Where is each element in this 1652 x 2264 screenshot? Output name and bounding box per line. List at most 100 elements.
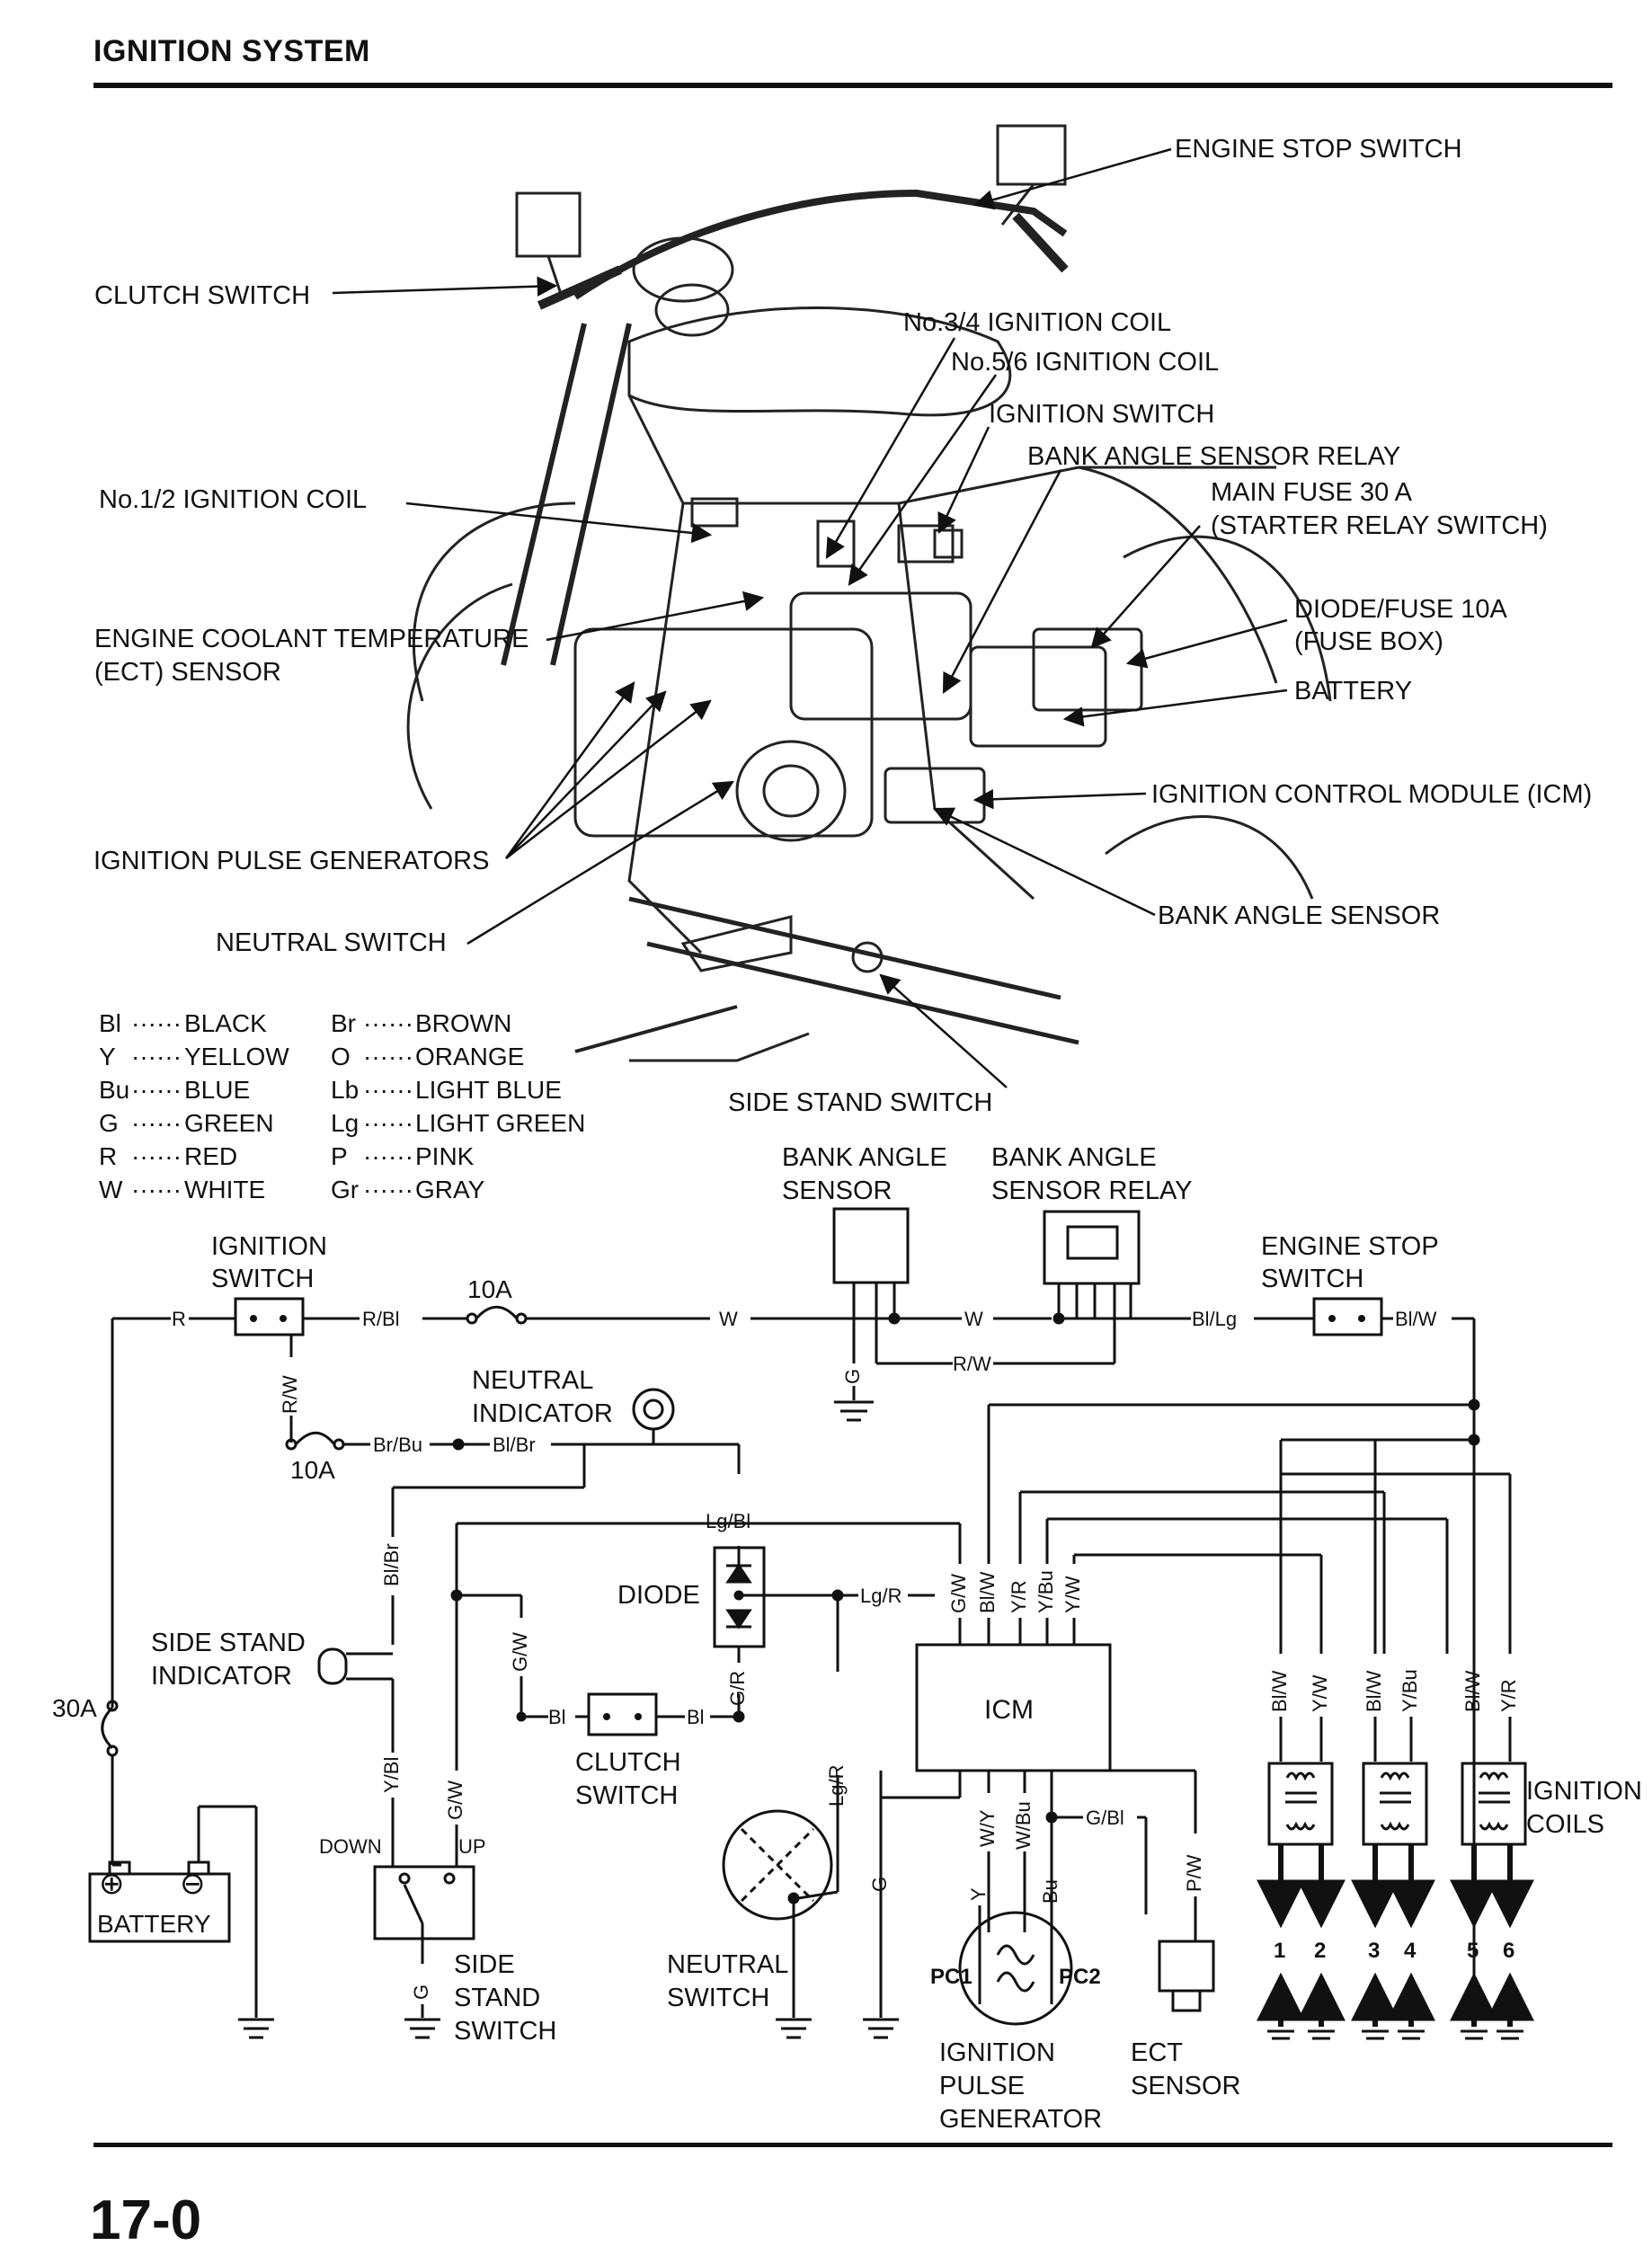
plug-number: 1 xyxy=(1274,1939,1285,1963)
illustration-labels: ENGINE STOP SWITCH CLUTCH SWITCH No.3/4 … xyxy=(93,135,1592,1117)
label-down: DOWN xyxy=(319,1835,382,1858)
wire-code: G/Bl xyxy=(1086,1807,1124,1829)
side-stand-switch-symbol xyxy=(373,1865,475,1940)
label-diode-fuse-sub: (FUSE BOX) xyxy=(1294,627,1443,656)
plug-number: 6 xyxy=(1503,1939,1514,1963)
label-ignition-switch: IGNITION SWITCH xyxy=(989,400,1214,429)
wire-code: Lg/R xyxy=(825,1765,848,1807)
legend-item: WHITE xyxy=(184,1176,265,1203)
wire-code: P/W xyxy=(1183,1854,1205,1892)
legend-item: LIGHT GREEN xyxy=(415,1109,585,1137)
page-number: 17-0 xyxy=(90,2189,202,2251)
legend-item: P xyxy=(331,1142,348,1170)
label-clutch-2: SWITCH xyxy=(575,1781,678,1810)
wire-code: Y xyxy=(967,1887,990,1901)
label-coil-12: No.1/2 IGNITION COIL xyxy=(99,485,367,514)
ignition-coil-56-symbol xyxy=(1461,1762,1527,1846)
label-pc2: PC2 xyxy=(1059,1965,1101,1989)
wire-code: Bu xyxy=(1039,1879,1061,1904)
ect-sensor-symbol xyxy=(1158,1940,1215,1993)
header-rule xyxy=(93,83,1612,88)
wire-code: G/R xyxy=(726,1671,749,1706)
svg-text:······: ······ xyxy=(131,1009,182,1037)
svg-text:······: ······ xyxy=(363,1043,413,1070)
color-legend: Bl ······ BLACK Y ······ YELLOW Bu ·····… xyxy=(99,1009,585,1203)
svg-text:······: ······ xyxy=(131,1176,182,1203)
legend-item: G xyxy=(99,1109,119,1137)
label-pulse-gen-1: IGNITION xyxy=(939,2038,1055,2067)
label-coil-56: No.5/6 IGNITION COIL xyxy=(951,348,1219,377)
legend-item: Br xyxy=(331,1009,356,1037)
label-coils-2: COILS xyxy=(1526,1810,1604,1839)
footer-rule xyxy=(93,2143,1612,2147)
label-ect-2: SENSOR xyxy=(1131,2072,1240,2100)
wire-code: W/Bu xyxy=(1012,1801,1035,1850)
engine-stop-switch-symbol xyxy=(1312,1297,1383,1336)
legend-item: LIGHT BLUE xyxy=(415,1076,562,1104)
svg-text:······: ······ xyxy=(363,1009,413,1037)
wire-code: G/W xyxy=(947,1574,970,1613)
battery-block xyxy=(969,645,1107,748)
schematic-labels: IGNITION SWITCH 10A 10A 30A BANK ANGLE S… xyxy=(52,1143,1642,2134)
label-engine-stop-2: SWITCH xyxy=(1261,1265,1363,1293)
label-relay-2: SENSOR RELAY xyxy=(991,1176,1192,1205)
wire-code: Y/R xyxy=(1497,1679,1520,1712)
wire-code: R/W xyxy=(953,1353,991,1375)
label-ss-sw-3: SWITCH xyxy=(454,2017,556,2046)
battery-minus-icon: ⊖ xyxy=(180,1867,206,1901)
side-stand-indicator-lamp xyxy=(317,1647,348,1685)
page-title: IGNITION SYSTEM xyxy=(93,34,370,68)
wire-code: Y/W xyxy=(1061,1576,1084,1613)
wire-code: Y/Bl xyxy=(380,1757,403,1793)
wire-code: G/W xyxy=(444,1780,466,1820)
label-pulse-gen-3: GENERATOR xyxy=(939,2105,1102,2134)
label-pc1: PC1 xyxy=(930,1965,973,1989)
label-ss-ind-1: SIDE STAND xyxy=(151,1629,306,1657)
pulse-generator-symbol xyxy=(958,1911,1073,2026)
svg-text:······: ······ xyxy=(131,1043,182,1070)
right-mirror xyxy=(996,124,1067,186)
label-up: UP xyxy=(458,1835,486,1858)
legend-item: RED xyxy=(184,1142,237,1170)
legend-item: BLACK xyxy=(184,1009,267,1037)
wire-code: Lg/R xyxy=(860,1585,901,1607)
wire-code: R/Bl xyxy=(362,1308,400,1330)
svg-text:······: ······ xyxy=(131,1076,182,1104)
legend-item: Y xyxy=(99,1043,116,1070)
legend-item: W xyxy=(99,1176,123,1203)
plug-number: 2 xyxy=(1314,1939,1326,1963)
wire-code: R xyxy=(172,1308,186,1330)
wire-code: Y/R xyxy=(1008,1580,1030,1613)
wire-code: Bl/W xyxy=(1268,1670,1291,1712)
label-side-stand-switch: SIDE STAND SWITCH xyxy=(728,1088,992,1117)
legend-item: R xyxy=(99,1142,117,1170)
label-battery: BATTERY xyxy=(1294,677,1412,706)
label-icm: ICM xyxy=(984,1695,1034,1725)
label-diode: DIODE xyxy=(617,1581,700,1610)
wire-code: Bl/Lg xyxy=(1192,1308,1237,1330)
legend-item: BLUE xyxy=(184,1076,250,1104)
label-pulse-gen-2: PULSE xyxy=(939,2072,1025,2100)
ignition-switch-symbol xyxy=(234,1297,305,1336)
fuse-30a-symbol xyxy=(101,1706,114,1750)
wire-code: Lg/Bl xyxy=(706,1510,751,1532)
label-fuse-10a-low: 10A xyxy=(290,1456,335,1484)
legend-item: PINK xyxy=(415,1142,475,1170)
label-main-fuse: MAIN FUSE 30 A xyxy=(1211,478,1413,507)
wire-code: Y/W xyxy=(1309,1674,1331,1712)
wire-code: Bl xyxy=(548,1706,566,1728)
wire-code: W/Y xyxy=(976,1809,999,1847)
svg-text:······: ······ xyxy=(131,1109,182,1137)
label-fuse-10a-top: 10A xyxy=(467,1275,512,1303)
legend-item: GREEN xyxy=(184,1109,274,1137)
label-ect-sensor: ENGINE COOLANT TEMPERATURE xyxy=(94,625,528,653)
wire-code: G/W xyxy=(509,1632,531,1672)
plug-number: 5 xyxy=(1467,1939,1479,1963)
wire-code: Y/Bu xyxy=(1399,1669,1421,1712)
battery-symbol xyxy=(88,1872,231,1943)
plug-number: 3 xyxy=(1368,1939,1380,1963)
wiring-schematic xyxy=(88,1207,1534,2040)
label-ignition-switch-2: SWITCH xyxy=(211,1265,314,1293)
label-battery: BATTERY xyxy=(97,1910,211,1938)
